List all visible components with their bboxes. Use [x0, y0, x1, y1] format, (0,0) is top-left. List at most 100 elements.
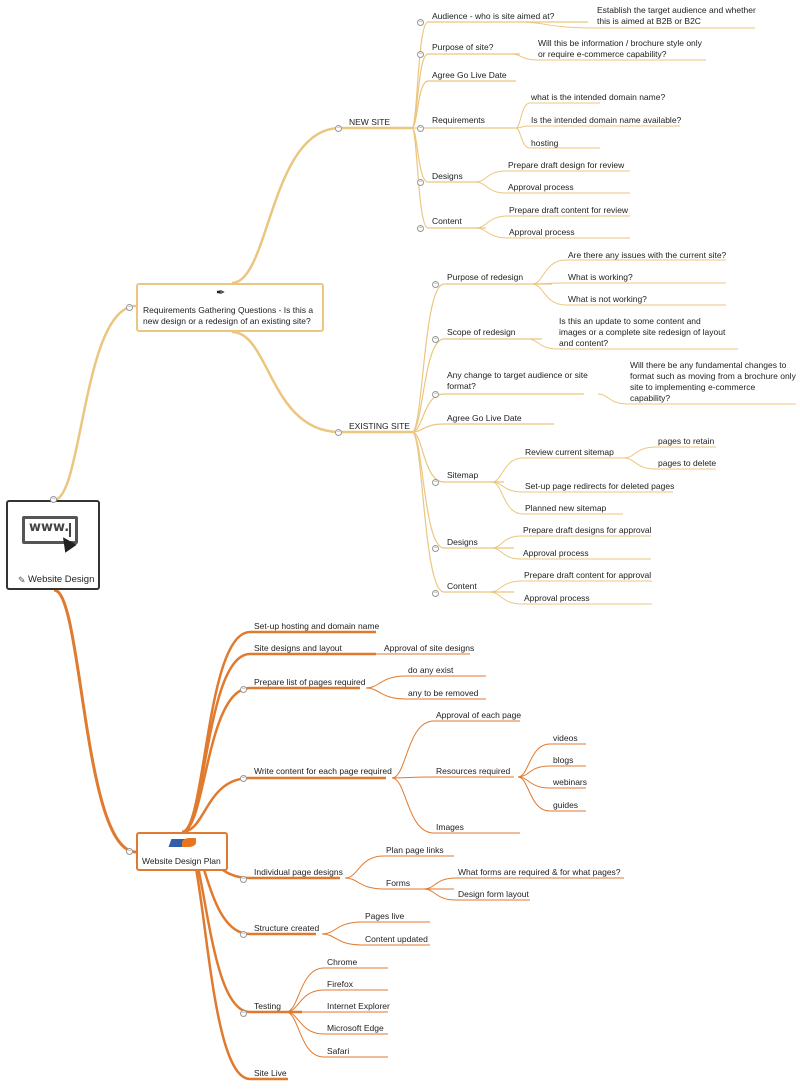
topic-label[interactable]: Site Live	[254, 1068, 287, 1078]
topic-label[interactable]: Review current sitemap	[525, 447, 614, 457]
topic-label[interactable]: Plan page links	[386, 845, 444, 855]
topic-label[interactable]: Will this be information / brochure styl…	[538, 38, 702, 48]
topic-label[interactable]: Any change to target audience or site	[447, 370, 588, 380]
topic-label[interactable]: site to implementing e-commerce	[630, 382, 756, 392]
topic-label[interactable]: Safari	[327, 1046, 350, 1056]
topic-label[interactable]: capability?	[630, 393, 671, 403]
topic-label[interactable]: Structure created	[254, 923, 320, 933]
root-collapse-toggle[interactable]: −	[50, 496, 57, 503]
topic-label[interactable]: Audience - who is site aimed at?	[432, 11, 555, 21]
topic-label[interactable]: what is the intended domain name?	[531, 92, 666, 102]
topic-label[interactable]: hosting	[531, 138, 559, 148]
toggle[interactable]: −	[417, 125, 424, 132]
topic-label[interactable]: Microsoft Edge	[327, 1023, 384, 1033]
topic-label[interactable]: Designs	[432, 171, 463, 181]
topic-label[interactable]: Forms	[386, 878, 411, 888]
topic-label[interactable]: Establish the target audience and whethe…	[597, 5, 756, 15]
new-site-toggle[interactable]: −	[335, 125, 342, 132]
topic-label[interactable]: Content updated	[365, 934, 428, 944]
topic-label[interactable]: pages to delete	[658, 458, 717, 468]
topic-label[interactable]: Approval of site designs	[384, 643, 475, 653]
toggle[interactable]: −	[417, 51, 424, 58]
topic-label[interactable]: Internet Explorer	[327, 1001, 390, 1011]
topic-label[interactable]: Site designs and layout	[254, 643, 342, 653]
toggle[interactable]: −	[417, 225, 424, 232]
topic-label[interactable]: format?	[447, 381, 476, 391]
plan-node[interactable]: Website Design Plan	[136, 832, 228, 871]
topic-label[interactable]: Scope of redesign	[447, 327, 516, 337]
topic-label[interactable]: pages to retain	[658, 436, 715, 446]
existing-site-label[interactable]: EXISTING SITE	[349, 421, 410, 431]
topic-label[interactable]: Prepare draft content for review	[509, 205, 629, 215]
topic-label[interactable]: Set-up hosting and domain name	[254, 621, 380, 631]
toggle[interactable]: −	[432, 545, 439, 552]
topic-label[interactable]: blogs	[553, 755, 574, 765]
topic-label[interactable]: videos	[553, 733, 578, 743]
topic-label[interactable]: What is not working?	[568, 294, 647, 304]
topic-label[interactable]: Prepare draft content for approval	[524, 570, 652, 580]
topic-label[interactable]: Purpose of redesign	[447, 272, 524, 282]
topic-label[interactable]: Set-up page redirects for deleted pages	[525, 481, 675, 491]
topic-label[interactable]: Write content for each page required	[254, 766, 392, 776]
topic-label[interactable]: Approval process	[524, 593, 590, 603]
topic-label[interactable]: Planned new sitemap	[525, 503, 607, 513]
topic-label[interactable]: Prepare draft design for review	[508, 160, 625, 170]
topic-label[interactable]: Prepare draft designs for approval	[523, 525, 652, 535]
topic-label[interactable]: any to be removed	[408, 688, 479, 698]
toggle[interactable]: −	[240, 686, 247, 693]
topic-label[interactable]: Agree Go Live Date	[447, 413, 522, 423]
topic-label[interactable]: Firefox	[327, 979, 353, 989]
topic-label[interactable]: Pages live	[365, 911, 405, 921]
topic-label[interactable]: Approval process	[523, 548, 589, 558]
topic-label[interactable]: Prepare list of pages required	[254, 677, 366, 687]
toggle[interactable]: −	[432, 281, 439, 288]
topic-label[interactable]: Is this an update to some content and	[559, 316, 701, 326]
toggle[interactable]: −	[240, 1010, 247, 1017]
topic-label[interactable]: Resources required	[436, 766, 511, 776]
plan-toggle[interactable]: −	[126, 848, 133, 855]
topic-label[interactable]: Approval process	[508, 182, 574, 192]
topic-label[interactable]: Requirements	[432, 115, 485, 125]
topic-label[interactable]: Purpose of site?	[432, 42, 494, 52]
toggle[interactable]: −	[417, 19, 424, 26]
topic-label[interactable]: Chrome	[327, 957, 358, 967]
toggle[interactable]: −	[432, 590, 439, 597]
topic-label[interactable]: Designs	[447, 537, 478, 547]
topic-label[interactable]: Design form layout	[458, 889, 529, 899]
toggle[interactable]: −	[240, 876, 247, 883]
topic-label[interactable]: What forms are required & for what pages…	[458, 867, 621, 877]
toggle[interactable]: −	[432, 479, 439, 486]
existing-site-toggle[interactable]: −	[335, 429, 342, 436]
topic-label[interactable]: Sitemap	[447, 470, 479, 480]
topic-label[interactable]: and content?	[559, 338, 609, 348]
topic-label[interactable]: guides	[553, 800, 579, 810]
topic-label[interactable]: or require e-commerce capability?	[538, 49, 667, 59]
requirements-node[interactable]: ✒ Requirements Gathering Questions - Is …	[136, 283, 324, 332]
topic-label[interactable]: Is the intended domain name available?	[531, 115, 682, 125]
topic-label[interactable]: Approval process	[509, 227, 575, 237]
topic-label[interactable]: images or a complete site redesign of la…	[559, 327, 726, 337]
topic-label[interactable]: Content	[432, 216, 462, 226]
topic-label[interactable]: Will there be any fundamental changes to	[630, 360, 787, 370]
topic-label[interactable]: Individual page designs	[254, 867, 343, 877]
toggle[interactable]: −	[432, 391, 439, 398]
topic-label[interactable]: webinars	[553, 777, 588, 787]
root-node[interactable]: www. ✎ Website Design	[6, 500, 100, 590]
topic-label[interactable]: this is aimed at B2B or B2C	[597, 16, 701, 26]
toggle[interactable]: −	[432, 336, 439, 343]
topic-label[interactable]: Testing	[254, 1001, 281, 1011]
requirements-toggle[interactable]: −	[126, 304, 133, 311]
new-site-label[interactable]: NEW SITE	[349, 117, 391, 127]
toggle[interactable]: −	[417, 179, 424, 186]
toggle[interactable]: −	[240, 775, 247, 782]
topic-label[interactable]: do any exist	[408, 665, 454, 675]
toggle[interactable]: −	[240, 931, 247, 938]
topic-label[interactable]: Images	[436, 822, 464, 832]
topic-label[interactable]: Content	[447, 581, 477, 591]
connector-line	[475, 215, 630, 229]
topic-label[interactable]: format such as moving from a brochure on…	[630, 371, 796, 381]
topic-label[interactable]: Agree Go Live Date	[432, 70, 507, 80]
topic-label[interactable]: Are there any issues with the current si…	[568, 250, 727, 260]
topic-label[interactable]: Approval of each page	[436, 710, 522, 720]
topic-label[interactable]: What is working?	[568, 272, 633, 282]
